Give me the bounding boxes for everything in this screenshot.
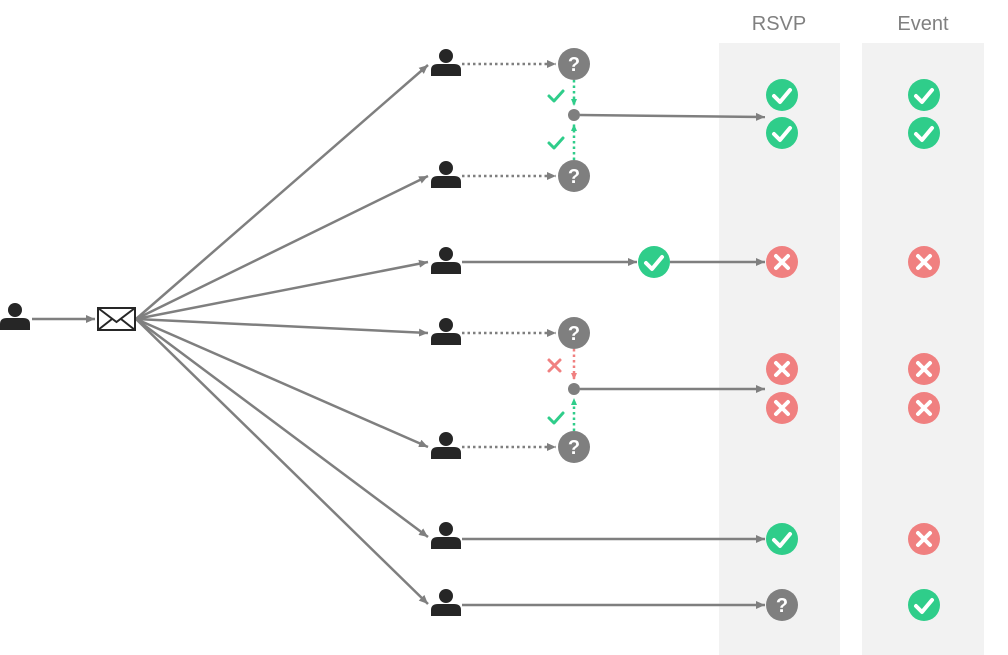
svg-text:?: ?	[568, 323, 580, 345]
person-icon	[431, 49, 461, 76]
event-column-header: Event	[897, 13, 949, 35]
check-mark-icon	[547, 136, 565, 150]
check-mark-icon	[547, 89, 565, 103]
fan-arrow-4	[135, 317, 429, 337]
question-mark-icon: ?	[558, 317, 590, 349]
envelope-icon	[97, 307, 136, 331]
person-icon	[431, 522, 461, 549]
fan-arrow-3	[135, 259, 429, 321]
check-circle-icon	[766, 117, 798, 149]
question-mark-icon: ?	[766, 589, 798, 621]
person-icon	[431, 247, 461, 274]
check-mark-icon	[547, 411, 565, 425]
person-icon	[0, 303, 30, 330]
fan-arrow-5	[135, 317, 429, 449]
merge-point-1	[568, 109, 580, 121]
svg-text:?: ?	[568, 437, 580, 459]
pending-dotted-arrows	[462, 60, 556, 451]
check-circle-icon	[638, 246, 670, 278]
person-icon	[431, 589, 461, 616]
fan-arrow-2	[135, 174, 429, 321]
x-circle-icon	[908, 392, 940, 424]
x-circle-icon	[908, 246, 940, 278]
rsvp-column-header: RSVP	[752, 13, 806, 35]
merge-point-2	[568, 383, 580, 395]
person-icon	[431, 432, 461, 459]
svg-text:?: ?	[776, 595, 788, 617]
x-circle-icon	[766, 246, 798, 278]
invitation-fan-arrows	[135, 64, 429, 605]
icon-layer: ?????	[0, 48, 940, 621]
person-icon	[431, 161, 461, 188]
x-circle-icon	[766, 353, 798, 385]
fan-arrow-7	[135, 318, 429, 605]
fan-arrow-6	[135, 317, 429, 539]
x-mark-icon	[547, 358, 562, 373]
question-mark-icon: ?	[558, 48, 590, 80]
svg-text:?: ?	[568, 54, 580, 76]
check-circle-icon	[908, 589, 940, 621]
fan-arrow-1	[135, 64, 429, 320]
x-circle-icon	[908, 353, 940, 385]
check-circle-icon	[908, 117, 940, 149]
person-icon	[431, 318, 461, 345]
check-circle-icon	[908, 79, 940, 111]
question-mark-icon: ?	[558, 160, 590, 192]
x-circle-icon	[908, 523, 940, 555]
svg-text:?: ?	[568, 166, 580, 188]
result-arrows	[462, 112, 766, 609]
x-circle-icon	[766, 392, 798, 424]
question-mark-icon: ?	[558, 431, 590, 463]
check-circle-icon	[766, 79, 798, 111]
check-circle-icon	[766, 523, 798, 555]
